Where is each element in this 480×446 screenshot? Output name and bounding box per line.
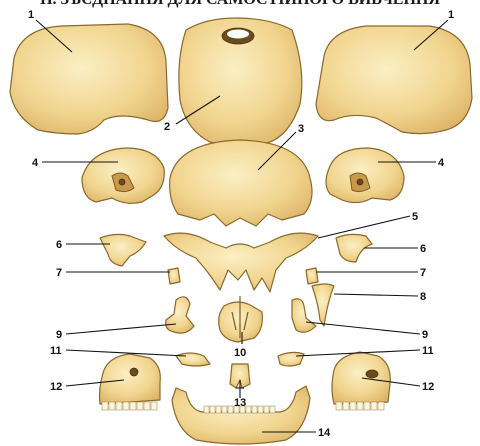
- label-11-right: 11: [422, 345, 434, 357]
- label-11-left: 11: [50, 345, 62, 357]
- label-7-left: 7: [56, 267, 62, 279]
- label-6-right: 6: [420, 243, 426, 255]
- maxilla-right-opening: [366, 370, 378, 378]
- palatine-bone-left: [166, 297, 194, 333]
- label-13: 13: [234, 397, 246, 409]
- frontal-bone: [170, 140, 312, 226]
- label-4-left: 4: [32, 157, 39, 169]
- parietal-bone-right: [316, 26, 472, 134]
- sphenoid-bone: [164, 233, 318, 292]
- label-9-left: 9: [56, 329, 62, 341]
- foramen-magnum-inner: [227, 30, 249, 39]
- small-bone-11-left: [176, 353, 210, 366]
- small-bone-11-right: [278, 352, 304, 366]
- label-6-left: 6: [56, 239, 62, 251]
- mandible: [172, 386, 310, 444]
- label-7-right: 7: [420, 267, 426, 279]
- maxilla-left: [100, 354, 161, 404]
- palatine-bone-right: [292, 299, 316, 332]
- small-bone-7-right: [306, 268, 318, 284]
- parietal-bone-left: [10, 24, 168, 134]
- temporal-right-canal: [357, 179, 363, 185]
- upper-teeth-left: [102, 402, 157, 410]
- maxilla-right: [332, 352, 390, 404]
- label-1-right: 1: [448, 9, 454, 21]
- label-5: 5: [412, 211, 418, 223]
- label-10: 10: [234, 347, 246, 359]
- label-2: 2: [164, 121, 170, 133]
- label-12-right: 12: [422, 381, 434, 393]
- upper-teeth-right: [336, 402, 384, 410]
- temporal-left-canal: [119, 179, 125, 185]
- label-9-right: 9: [422, 329, 428, 341]
- label-14: 14: [318, 427, 331, 439]
- label-4-right: 4: [438, 157, 445, 169]
- maxilla-left-opening: [130, 368, 138, 376]
- label-3: 3: [298, 123, 304, 135]
- nasal-concha-bone-left: [100, 234, 146, 266]
- small-bone-7-left: [168, 268, 180, 284]
- vomer-bone: [312, 284, 334, 326]
- label-8: 8: [420, 291, 426, 303]
- label-12-left: 12: [50, 381, 62, 393]
- label-1-left: 1: [28, 9, 34, 21]
